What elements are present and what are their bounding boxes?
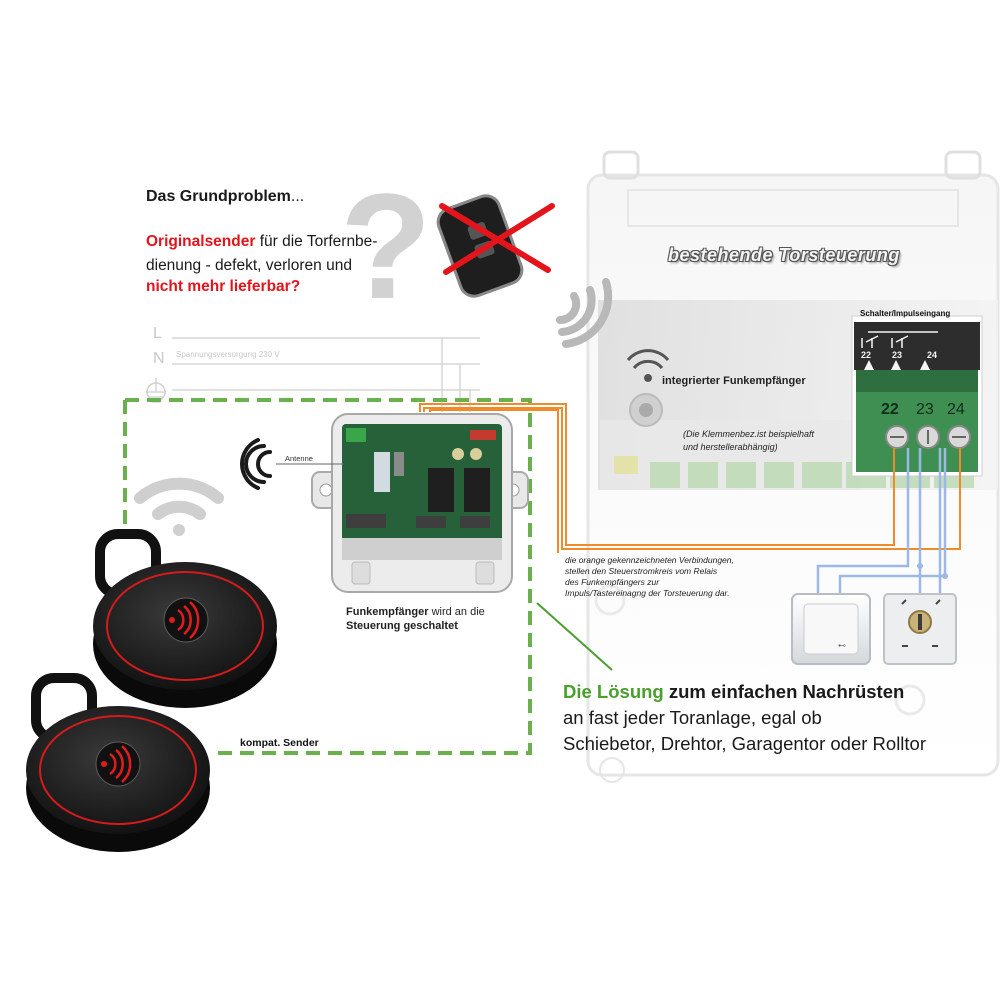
key-fob-front [26,673,210,852]
label-terminal-22: 22 [861,350,871,360]
terminal-22: 22 [881,401,899,418]
intro-title: Das Grundproblem... [146,188,305,205]
supply-label-N: N [153,350,165,367]
wall-switch-icon: ⊷ [791,593,871,665]
orange-control-wires [419,403,961,553]
supply-lines [146,337,480,412]
compatible-sender-label: kompat. Sender [240,737,319,749]
orange-wires-note: die orange gekennzeichneten Verbindungen… [565,555,734,598]
key-fob-back [93,529,277,708]
label-terminal-23: 23 [892,350,902,360]
terminal-note: (Die Klemmenbez.ist beispielhaft und her… [683,429,815,452]
radio-receiver-module [311,413,529,593]
antenna-label: Antenne [285,454,313,463]
receiver-caption: Funkempfänger wird an die Steuerung gesc… [346,606,485,632]
supply-label-L: L [153,325,162,342]
key-switch-icon [883,593,957,665]
signal-waves-icon [556,278,613,348]
terminal-23: 23 [916,401,934,418]
question-mark-icon: ? [340,162,432,330]
cross-out-icon [439,203,555,275]
solution-callout-line [536,602,613,671]
integrated-receiver-wifi-icon [626,349,670,382]
fob-wifi-icon [134,477,224,536]
svg-text:⊷: ⊷ [838,641,846,650]
switch-input-header: Schalter/Impulseingang [860,309,951,318]
terminal-24: 24 [947,401,965,418]
solution-line-2: an fast jeder Toranlage, egal ob [563,707,822,728]
label-terminal-24: 24 [927,350,937,360]
solution-line-3: Schiebetor, Drehtor, Garagentor oder Rol… [563,733,926,754]
supply-voltage-label: Spannungsversorgung 230 V [176,350,280,359]
intro-line-1: Originalsender für die Torfernbe- [146,233,378,250]
solution-headline: Die Lösung zum einfachen Nachrüsten [563,681,905,702]
integrated-receiver-label: integrierter Funkempfänger [662,375,806,387]
intro-line-3: nicht mehr lieferbar? [146,278,301,295]
antenna-waves-icon [240,438,272,490]
controller-title: bestehende Torsteuerung [668,245,900,265]
intro-line-2: dienung - defekt, verloren und [146,257,352,274]
switch-terminal-block [851,315,983,477]
retrofit-area-border [123,398,532,755]
